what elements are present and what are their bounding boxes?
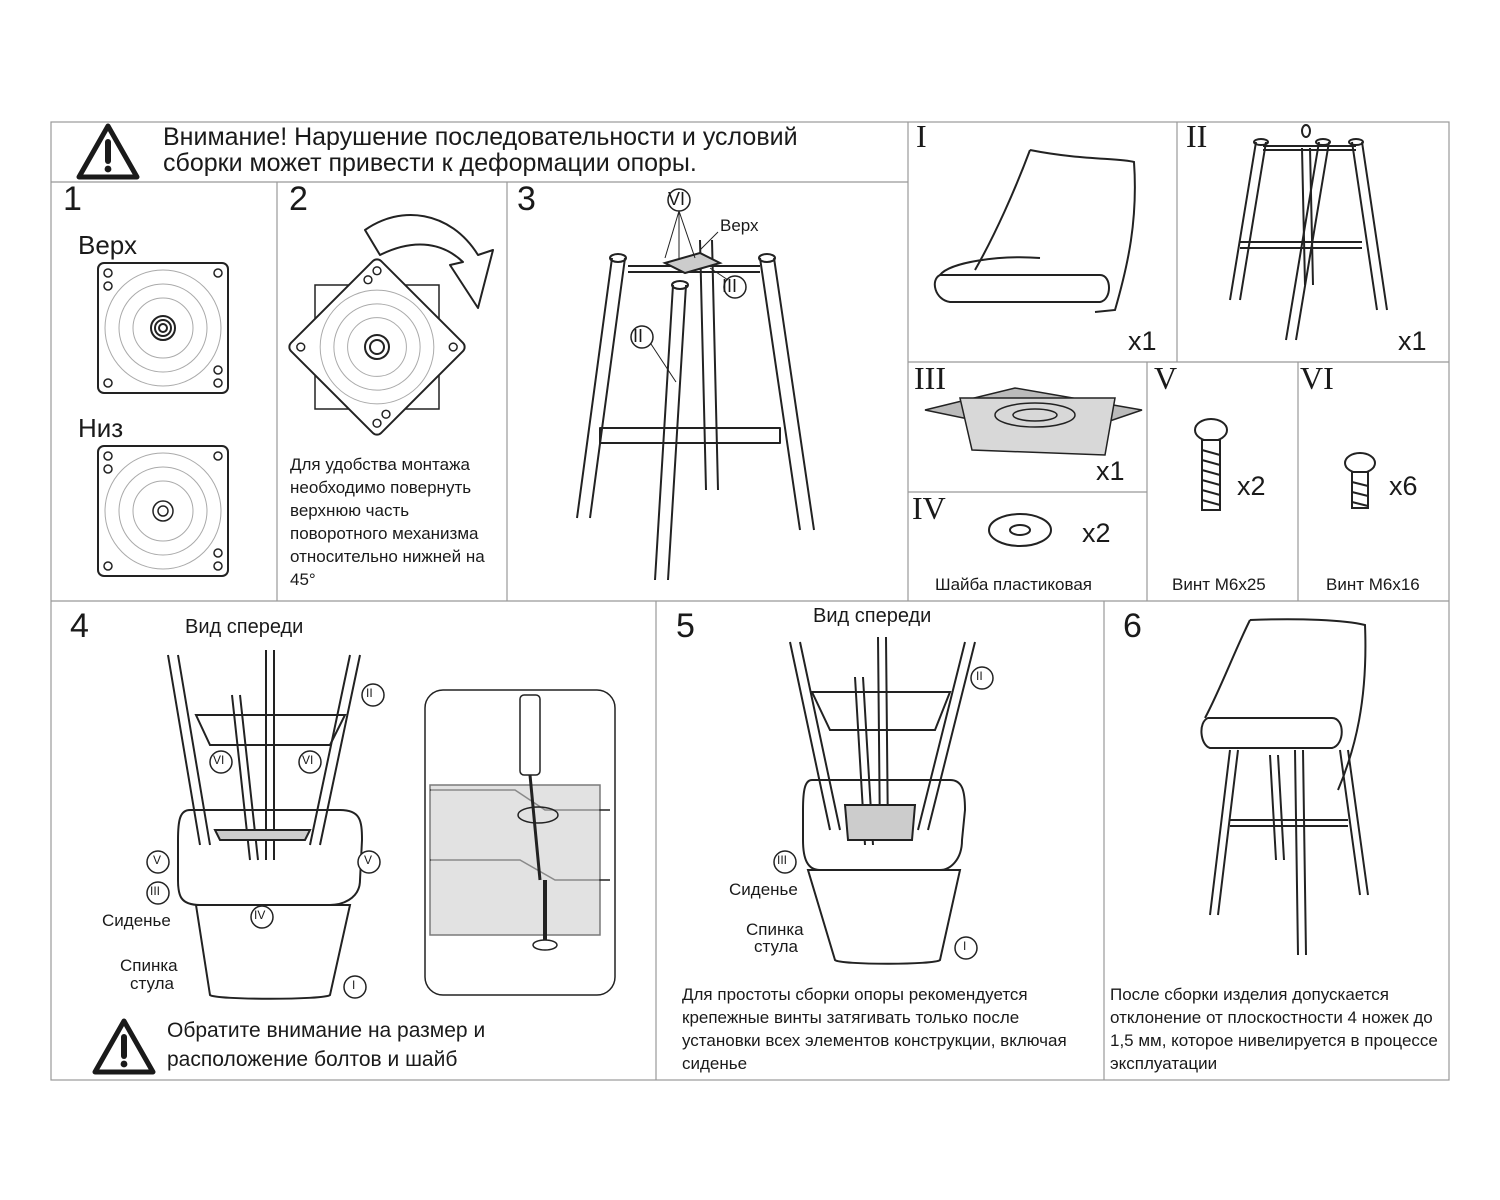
step-1-top-label: Верх <box>78 230 137 260</box>
step-4-callout-iv: IV <box>254 908 266 922</box>
part-V-qty: x2 <box>1237 471 1266 501</box>
part-III-qty: x1 <box>1096 456 1125 486</box>
step-5-seat: Сиденье <box>729 880 798 899</box>
part-IV-id: IV <box>912 490 946 526</box>
step-4-back-line-2: стула <box>130 974 174 993</box>
step-4-view: Вид спереди <box>185 616 304 638</box>
step-5-text: Для простоты сборки опоры рекомендуется … <box>682 985 1067 1073</box>
step-4-back-line-1: Спинка <box>120 956 178 975</box>
part-IV-caption: Шайба пластиковая <box>935 575 1093 594</box>
step-2-number: 2 <box>289 180 308 218</box>
step-3-callout-top: Верх <box>720 216 759 235</box>
step-4-seat: Сиденье <box>102 911 171 930</box>
part-VI-qty: x6 <box>1389 471 1418 501</box>
part-V-id: V <box>1154 360 1178 396</box>
step-4-callout-vi-left: VI <box>213 753 225 767</box>
step-1-number: 1 <box>63 180 82 218</box>
step-5-view: Вид спереди <box>813 605 932 627</box>
step-4-callout-v-right: V <box>364 853 373 867</box>
step-4-callout-vi-right: VI <box>302 753 314 767</box>
step-4-callout-iii: III <box>150 884 161 898</box>
warning-line-1: Внимание! Нарушение последовательности и… <box>163 123 798 151</box>
part-II-qty: x1 <box>1398 326 1427 356</box>
step-5-callout-iii: III <box>777 853 788 867</box>
step-5-back-line-1: Спинка <box>746 920 804 939</box>
part-II-id: II <box>1186 118 1208 154</box>
part-I-id: I <box>916 118 927 154</box>
step-5-number: 5 <box>676 607 695 645</box>
step-3-number: 3 <box>517 180 536 218</box>
warning-line-2: сборки может привести к деформации опоры… <box>163 149 697 177</box>
part-VI-id: VI <box>1300 360 1334 396</box>
step-2-text: Для удобства монтажа необходимо повернут… <box>290 455 485 589</box>
part-V-caption: Винт М6х25 <box>1172 575 1266 594</box>
part-IV-qty: x2 <box>1082 518 1111 548</box>
part-VI-caption: Винт М6х16 <box>1326 575 1420 594</box>
step-4-number: 4 <box>70 607 89 645</box>
step-4-note: Обратите внимание на размер и расположен… <box>167 1019 486 1071</box>
step-5-back-line-2: стула <box>754 937 798 956</box>
step-3-callout-iii: III <box>722 276 738 296</box>
step-6-text: После сборки изделия допускается отклоне… <box>1110 985 1438 1073</box>
step-5-callout-ii: II <box>976 669 983 683</box>
step-3-callout-ii: II <box>633 326 644 346</box>
step-5-callout-i: I <box>963 939 967 953</box>
step-4-callout-v-left: V <box>153 853 162 867</box>
part-III-id: III <box>914 360 946 396</box>
step-1-bottom-label: Низ <box>78 413 124 443</box>
step-6-number: 6 <box>1123 607 1142 645</box>
step-4-callout-i: I <box>352 978 356 992</box>
step-3-callout-vi: VI <box>668 189 686 209</box>
part-I-qty: x1 <box>1128 326 1157 356</box>
step-4-callout-ii: II <box>366 686 373 700</box>
